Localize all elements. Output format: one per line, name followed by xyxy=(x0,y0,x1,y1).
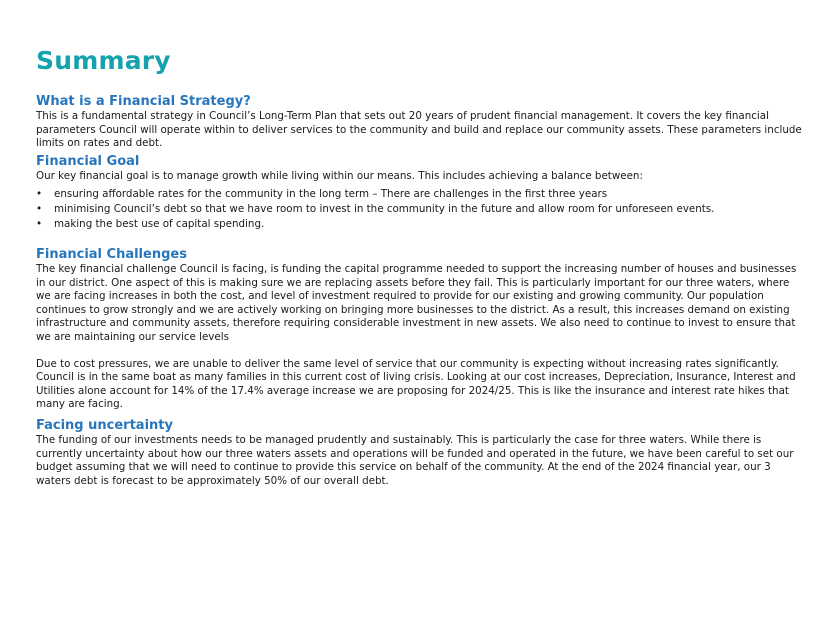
list-item-text: ensuring affordable rates for the commun… xyxy=(54,187,608,200)
section-facing-uncertainty: Facing uncertainty The funding of our in… xyxy=(36,418,804,488)
list-item: •making the best use of capital spending… xyxy=(36,218,265,231)
section-paragraph: Our key financial goal is to manage grow… xyxy=(36,170,643,182)
section-financial-goal: Financial Goal Our key financial goal is… xyxy=(36,154,804,233)
section-financial-strategy: What is a Financial Strategy? This is a … xyxy=(36,94,804,151)
page-title: Summary xyxy=(36,46,171,75)
section-financial-challenges: Financial Challenges The key financial c… xyxy=(36,247,804,412)
section-paragraph: The funding of our investments needs to … xyxy=(36,434,794,487)
section-paragraph: The key financial challenge Council is f… xyxy=(36,263,797,343)
list-item: •ensuring affordable rates for the commu… xyxy=(36,187,608,200)
section-heading: Financial Challenges xyxy=(36,247,187,262)
list-item-text: minimising Council’s debt so that we hav… xyxy=(54,202,715,215)
list-item: •minimising Council’s debt so that we ha… xyxy=(36,202,715,215)
section-heading: Facing uncertainty xyxy=(36,418,173,433)
section-paragraph: This is a fundamental strategy in Counci… xyxy=(36,110,802,149)
section-heading: What is a Financial Strategy? xyxy=(36,94,251,109)
section-paragraph: Due to cost pressures, we are unable to … xyxy=(36,357,796,411)
goal-bullet-list: •ensuring affordable rates for the commu… xyxy=(36,188,804,232)
list-item-text: making the best use of capital spending. xyxy=(54,218,265,231)
section-heading: Financial Goal xyxy=(36,154,140,169)
